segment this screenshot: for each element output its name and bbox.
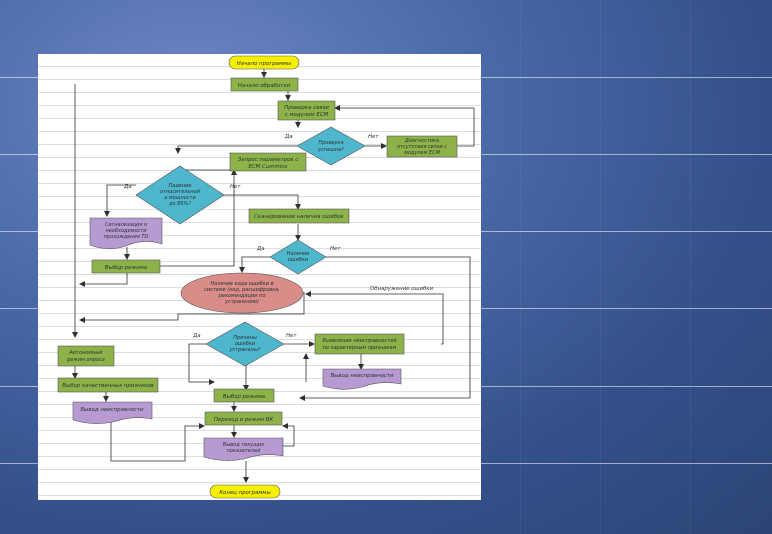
end-terminal: Конец программы	[209, 484, 281, 499]
edge-label-yes-4: Да	[192, 333, 201, 339]
autonomous-mode-box: Автономный режим опроса	[57, 345, 115, 367]
output-fault-1-label: Вывод неисправности	[330, 373, 394, 379]
signal-to-line-2: необходимости	[106, 228, 148, 234]
begin-processing-label: Начало обработки	[238, 83, 291, 89]
causes-fixed-line-3: устранены?	[228, 347, 260, 353]
diag-no-link-line-1: Диагностика	[404, 138, 439, 144]
begin-processing-box: Начало обработки	[230, 77, 299, 92]
start-label: Начало программы	[237, 61, 292, 67]
power-drop-line-2: относительной	[160, 189, 201, 195]
mode-select-1-label: Выбор режима	[105, 265, 147, 271]
edge-label-no-2: Нет	[230, 184, 241, 190]
start-terminal: Начало программы	[228, 55, 300, 70]
check-link-box: Проверка связи с модулем ECM	[277, 100, 336, 121]
request-params-line-1: Запрос параметров с	[238, 157, 298, 163]
errors-present-line-2: ошибки	[288, 257, 309, 263]
edge-label-yes-1: Да	[284, 134, 293, 140]
output-current-line-1: Вывод текущих	[223, 442, 264, 448]
scan-errors-label: Сканирование наличия ошибок	[254, 214, 344, 220]
power-drop-line-4: до 85%?	[168, 201, 191, 207]
output-current-line-2: показателей	[227, 448, 261, 454]
identify-fault-box: Выявление неисправностей по характерным …	[314, 333, 405, 355]
output-fault-1: Вывод неисправности	[322, 368, 402, 390]
power-drop-decision: Падение относительной а мощности до 85%?	[135, 165, 225, 225]
diag-no-link-box: Диагностика отсутствия связи с модулем E…	[386, 135, 458, 158]
end-label: Конец программы	[219, 490, 271, 496]
error-code-line-3: рекомендации по	[218, 293, 266, 299]
check-link-line-2: с модулем ECM	[285, 112, 329, 118]
edge-label-no-4: Нет	[286, 333, 297, 339]
quality-signs-label: Выбор качественных признаков	[62, 383, 153, 389]
power-drop-line-3: а мощности	[164, 195, 196, 201]
output-fault-2: Вывод неисправности	[72, 401, 153, 424]
errors-present-decision: Наличие ошибки	[269, 239, 327, 275]
causes-fixed-line-2: ошибки	[235, 341, 256, 347]
error-code-line-2: системе (код, расшифровка,	[204, 287, 280, 293]
error-detected-note: Обнаружение ошибки	[370, 286, 434, 292]
causes-fixed-decision: Причины ошибки устранены?	[205, 321, 285, 367]
signal-to-line-3: прохождения ТО	[104, 234, 149, 240]
scan-errors-box: Сканирование наличия ошибок	[248, 208, 350, 224]
request-params-box: Запрос параметров с ECM Cummins	[229, 152, 307, 172]
go-to-mode-box: Переход в режим ВК	[204, 411, 283, 426]
check-success-line-2: успешна?	[317, 147, 344, 153]
identify-fault-line-2: по характерным признакам	[323, 345, 397, 351]
go-to-mode-label: Переход в режим ВК	[214, 417, 275, 423]
causes-fixed-line-1: Причины	[233, 335, 257, 341]
identify-fault-line-1: Выявление неисправностей	[323, 338, 398, 344]
power-drop-line-1: Падение	[169, 183, 192, 189]
flowchart-sheet: Да Нет Да Нет Да Нет Да Нет Обнаружение …	[38, 54, 481, 500]
error-code-line-4: устранению)	[224, 299, 259, 305]
edge-label-yes-3: Да	[256, 246, 265, 252]
edge-label-yes-2: Да	[123, 184, 132, 190]
autonomous-mode-line-1: Автономный	[69, 350, 104, 356]
error-code-ellipse: Наличие кода ошибки в системе (код, расш…	[180, 272, 304, 314]
request-params-line-2: ECM Cummins	[249, 164, 288, 170]
quality-signs-box: Выбор качественных признаков	[57, 377, 159, 393]
edge-label-no-3: Нет	[330, 246, 341, 252]
mode-select-2-label: Выбор режима	[223, 394, 265, 400]
edge-label-no-1: Нет	[368, 134, 379, 140]
diag-no-link-line-2: отсутствия связи с	[397, 144, 447, 150]
check-success-line-1: Проверка	[318, 140, 343, 146]
diag-no-link-line-3: модулем ECM	[404, 150, 441, 156]
error-code-line-1: Наличие кода ошибки в	[210, 281, 273, 287]
check-link-line-1: Проверка связи	[284, 105, 329, 111]
flowchart-diagram: Да Нет Да Нет Да Нет Да Нет Обнаружение …	[57, 55, 475, 499]
check-success-decision: Проверка успешна?	[296, 126, 366, 166]
signal-to-output: Сигнализация о необходимости прохождения…	[89, 217, 163, 250]
connectors	[72, 69, 475, 483]
output-fault-2-label: Вывод неисправности	[80, 407, 144, 413]
mode-select-box-2: Выбор режима	[213, 388, 275, 403]
autonomous-mode-line-2: режим опроса	[66, 357, 105, 363]
output-current: Вывод текущих показателей	[203, 437, 284, 461]
errors-present-line-1: Наличие	[287, 251, 310, 257]
mode-select-box-1: Выбор режима	[91, 259, 161, 274]
signal-to-line-1: Сигнализация о	[105, 222, 147, 228]
